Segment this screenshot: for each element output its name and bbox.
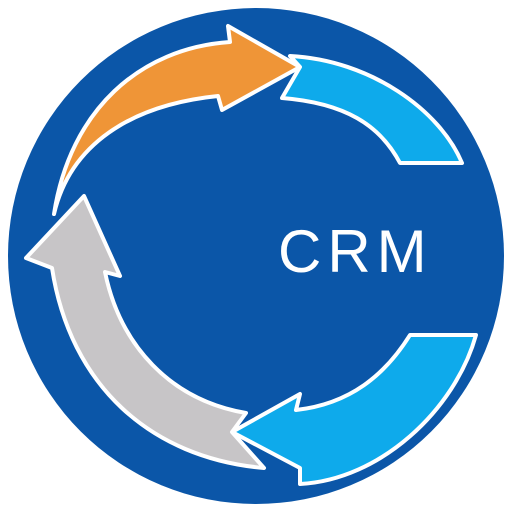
gray-arrow — [24, 194, 266, 470]
light-blue-arrow-top — [280, 54, 464, 165]
light-blue-arrow-bottom — [230, 333, 478, 486]
logo-text: CRM — [278, 218, 433, 285]
orange-arrow — [52, 24, 302, 216]
